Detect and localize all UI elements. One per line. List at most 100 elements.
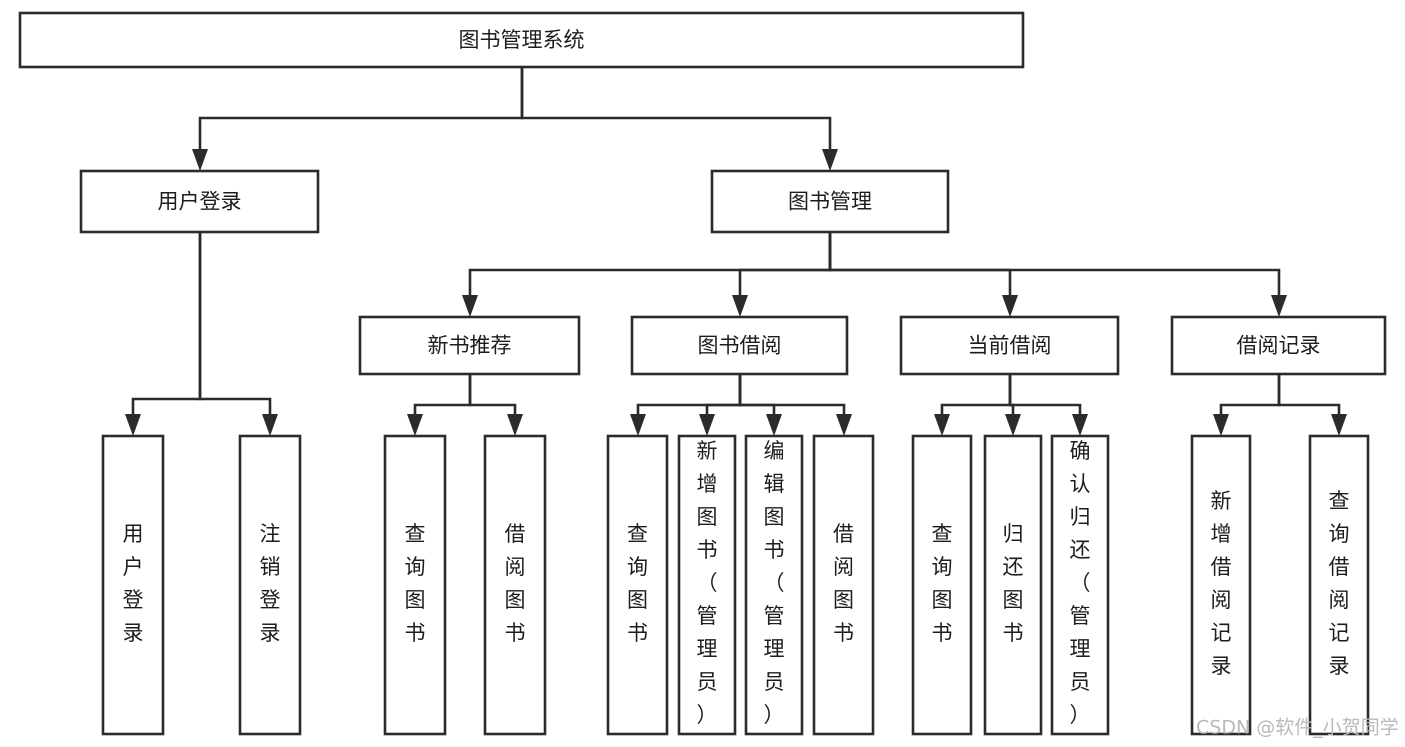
node-label: 确认归还（管理员） — [1070, 439, 1091, 727]
node-new-book-rec[interactable]: 新书推荐 — [358, 315, 581, 376]
node-box — [606, 434, 669, 736]
node-book-manage[interactable]: 图书管理 — [710, 169, 950, 234]
connector-leaf-user-login — [125, 232, 202, 436]
connector-leaf-query-record — [1277, 374, 1347, 436]
node-leaf-confirm-return[interactable]: 确认归还（管理员） — [1050, 434, 1110, 736]
connector-line — [468, 374, 517, 414]
node-leaf-edit-book[interactable]: 编辑图书（管理员） — [744, 434, 804, 736]
arrow-head-icon — [192, 149, 208, 171]
node-leaf-add-book[interactable]: 新增图书（管理员） — [677, 434, 737, 736]
connector-line — [705, 374, 742, 414]
arrow-head-icon — [1005, 414, 1021, 436]
node-label: 归还图书 — [1003, 522, 1024, 645]
node-box — [911, 434, 973, 736]
node-label: 用户登录 — [158, 190, 242, 214]
connector-line — [940, 374, 1012, 414]
node-leaf-logout[interactable]: 注销登录 — [238, 434, 302, 736]
node-label: 新增借阅记录 — [1211, 489, 1232, 678]
node-box — [1308, 434, 1370, 736]
connector-line — [738, 374, 846, 414]
arrow-head-icon — [262, 414, 278, 436]
node-box — [238, 434, 302, 736]
connector-new-book-rec — [462, 232, 832, 317]
node-book-borrow[interactable]: 图书借阅 — [630, 315, 849, 376]
node-leaf-query-book-2[interactable]: 查询图书 — [606, 434, 669, 736]
arrow-head-icon — [836, 414, 852, 436]
node-box — [18, 11, 1025, 69]
arrow-head-icon — [507, 414, 523, 436]
arrow-head-icon — [732, 295, 748, 317]
node-label: 新增图书（管理员） — [697, 439, 718, 727]
node-current-borrow[interactable]: 当前借阅 — [899, 315, 1120, 376]
node-label: 当前借阅 — [968, 334, 1052, 358]
connector-current-borrow — [828, 232, 1018, 317]
node-user-login[interactable]: 用户登录 — [79, 169, 320, 234]
node-label: 编辑图书（管理员） — [764, 439, 785, 727]
node-label: 新书推荐 — [428, 334, 512, 358]
connector-user-login — [192, 67, 524, 171]
node-box — [710, 169, 950, 234]
node-label: 查询图书 — [405, 522, 426, 645]
node-leaf-query-record[interactable]: 查询借阅记录 — [1308, 434, 1370, 736]
arrow-head-icon — [630, 414, 646, 436]
node-label: 借阅图书 — [833, 522, 854, 645]
arrow-head-icon — [699, 414, 715, 436]
node-label: 查询图书 — [932, 522, 953, 645]
node-label: 查询图书 — [627, 522, 648, 645]
node-leaf-borrow-book-2[interactable]: 借阅图书 — [812, 434, 875, 736]
arrow-head-icon — [822, 149, 838, 171]
connector-line — [828, 232, 1012, 295]
connector-line — [198, 67, 524, 149]
arrow-head-icon — [1213, 414, 1229, 436]
connector-book-borrow — [732, 232, 832, 317]
node-leaf-query-book-3[interactable]: 查询图书 — [911, 434, 973, 736]
arrow-head-icon — [1072, 414, 1088, 436]
node-label: 图书管理 — [788, 190, 872, 214]
watermark-label: CSDN @软件_小贺同学 — [1196, 717, 1399, 739]
arrow-head-icon — [1331, 414, 1347, 436]
node-label: 图书管理系统 — [459, 28, 585, 52]
arrow-head-icon — [766, 414, 782, 436]
node-leaf-add-record[interactable]: 新增借阅记录 — [1190, 434, 1252, 736]
node-leaf-borrow-book-1[interactable]: 借阅图书 — [483, 434, 547, 736]
connector-borrow-record — [828, 232, 1287, 317]
connector-line — [738, 374, 776, 414]
connector-line — [1008, 374, 1082, 414]
connector-book-manage — [520, 67, 838, 171]
node-borrow-record[interactable]: 借阅记录 — [1170, 315, 1387, 376]
connector-line — [468, 232, 832, 295]
node-label: 查询借阅记录 — [1329, 489, 1350, 678]
connector-layer — [125, 67, 1347, 436]
connector-leaf-borrow-book-1 — [468, 374, 523, 436]
node-label: 借阅图书 — [505, 522, 526, 645]
connector-leaf-borrow-book-2 — [738, 374, 852, 436]
connector-leaf-confirm-return — [1008, 374, 1088, 436]
node-box — [358, 315, 581, 376]
node-box — [1050, 434, 1110, 736]
connector-line — [828, 232, 1281, 295]
node-leaf-return-book[interactable]: 归还图书 — [983, 434, 1043, 736]
arrow-head-icon — [1002, 295, 1018, 317]
node-box — [812, 434, 875, 736]
connector-line — [198, 232, 272, 414]
node-box — [677, 434, 737, 736]
node-leaf-user-login[interactable]: 用户登录 — [101, 434, 165, 736]
arrow-head-icon — [462, 295, 478, 317]
node-box — [1170, 315, 1387, 376]
node-box — [79, 169, 320, 234]
node-box — [1190, 434, 1252, 736]
connector-leaf-add-record — [1213, 374, 1281, 436]
node-box — [383, 434, 447, 736]
node-root[interactable]: 图书管理系统 — [18, 11, 1025, 69]
node-leaf-query-book-1[interactable]: 查询图书 — [383, 434, 447, 736]
node-label: 注销登录 — [260, 522, 281, 645]
node-box — [101, 434, 165, 736]
connector-line — [413, 374, 472, 414]
connector-leaf-logout — [198, 232, 278, 436]
connector-line — [131, 232, 202, 414]
node-box — [899, 315, 1120, 376]
connector-line — [636, 374, 742, 414]
node-box — [983, 434, 1043, 736]
